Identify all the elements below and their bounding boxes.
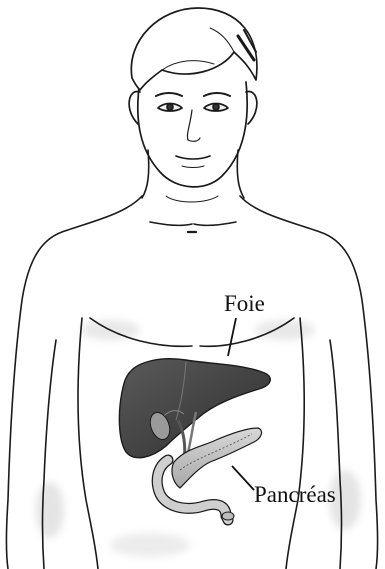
pancreas-leader-line [232,466,254,490]
liver-leader-line [228,318,236,356]
neck-outline [142,150,244,202]
liver-label: Foie [224,291,265,316]
body-shading [36,320,361,557]
pancreas-label: Pancréas [254,482,336,507]
hair [131,8,257,90]
pancreas [157,428,261,520]
